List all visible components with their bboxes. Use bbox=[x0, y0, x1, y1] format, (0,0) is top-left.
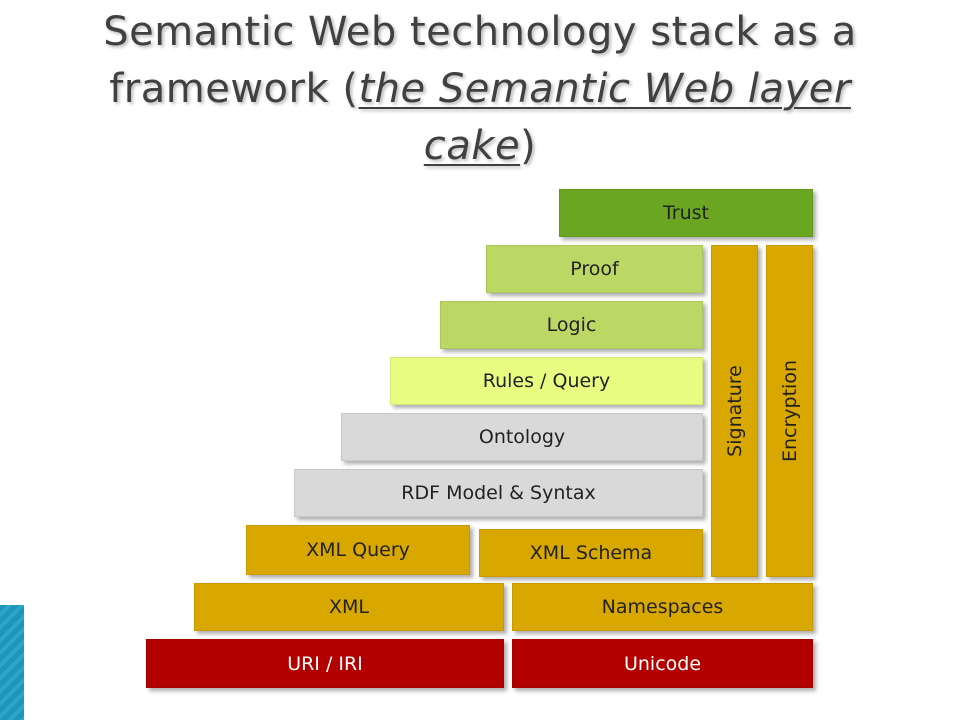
layer-encryption: Encryption bbox=[766, 245, 813, 577]
layer-trust: Trust bbox=[559, 189, 813, 237]
layer-trust-label: Trust bbox=[662, 202, 709, 224]
title-line-3: cake) bbox=[0, 118, 960, 175]
title-line-2-italic: the Semantic Web layer bbox=[358, 66, 851, 112]
layer-xml-schema: XML Schema bbox=[479, 529, 703, 577]
title-line-1: Semantic Web technology stack as a bbox=[103, 9, 857, 55]
title-line-2-prefix: framework ( bbox=[109, 66, 359, 112]
layer-namespaces: Namespaces bbox=[512, 583, 813, 631]
corner-decoration bbox=[0, 605, 24, 720]
title-line-2: framework (the Semantic Web layer bbox=[0, 61, 960, 118]
layer-unicode: Unicode bbox=[512, 639, 813, 688]
layer-ontology: Ontology bbox=[341, 413, 703, 461]
layer-rdf-label: RDF Model & Syntax bbox=[401, 482, 596, 504]
title-line-3-suffix: ) bbox=[520, 123, 537, 169]
layer-encryption-label: Encryption bbox=[778, 359, 801, 463]
layer-proof: Proof bbox=[486, 245, 703, 293]
layer-namespaces-label: Namespaces bbox=[601, 596, 724, 618]
layer-signature-label: Signature bbox=[723, 365, 746, 457]
layer-uri-iri: URI / IRI bbox=[146, 639, 504, 688]
layer-rules-query-label: Rules / Query bbox=[482, 370, 611, 392]
title-line-3-italic: cake bbox=[423, 123, 521, 169]
layer-proof-label: Proof bbox=[570, 258, 619, 280]
layer-uri-iri-label: URI / IRI bbox=[287, 652, 363, 675]
layer-xml-label: XML bbox=[329, 596, 369, 618]
layer-xml-query-label: XML Query bbox=[306, 539, 410, 561]
slide-title: Semantic Web technology stack as a frame… bbox=[0, 4, 960, 175]
layer-signature: Signature bbox=[711, 245, 758, 577]
layer-logic-label: Logic bbox=[546, 314, 597, 336]
layer-ontology-label: Ontology bbox=[478, 426, 566, 448]
layer-logic: Logic bbox=[440, 301, 703, 349]
layer-xml-schema-label: XML Schema bbox=[529, 542, 653, 564]
layer-rdf-model-syntax: RDF Model & Syntax bbox=[294, 469, 703, 517]
layer-rules-query: Rules / Query bbox=[390, 357, 703, 405]
layer-xml: XML bbox=[194, 583, 504, 631]
layer-unicode-label: Unicode bbox=[623, 652, 702, 675]
layer-xml-query: XML Query bbox=[246, 525, 470, 575]
